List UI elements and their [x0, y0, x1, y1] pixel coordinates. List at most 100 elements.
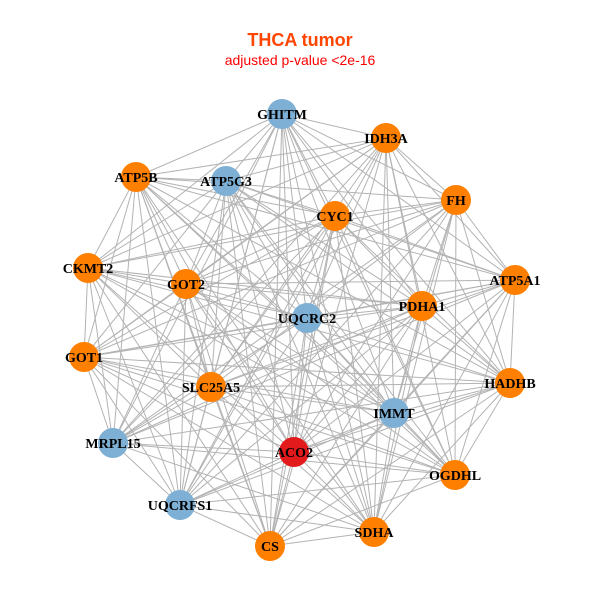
node-label: CS: [261, 540, 279, 555]
edge-CYC1-MRPL15: [112, 215, 336, 444]
edge-CKMT2-IMMT: [87, 267, 395, 414]
edge-UQCRC2-PDHA1: [306, 305, 423, 319]
node-label: SDHA: [355, 526, 395, 541]
node-label: GOT1: [65, 351, 103, 366]
edge-GOT1-SDHA: [83, 356, 375, 533]
node-label: ATP5G3: [200, 175, 252, 190]
edge-ATP5B-UQCRFS1: [135, 176, 181, 506]
edge-CKMT2-PDHA1: [87, 267, 423, 307]
edge-ATP5G3-CKMT2: [87, 180, 227, 269]
edge-MRPL15-SDHA: [112, 442, 375, 533]
node-label: IMMT: [373, 407, 415, 422]
node-mrpl15: MRPL15: [85, 428, 141, 458]
edge-FH-SLC25A5: [210, 199, 457, 388]
edge-PDHA1-GOT1: [83, 305, 423, 358]
edge-ATP5G3-UQCRC2: [225, 180, 308, 319]
edge-FH-SDHA: [373, 199, 457, 533]
edge-ATP5A1-MRPL15: [112, 279, 516, 444]
node-circle: [407, 291, 437, 321]
node-got2: GOT2: [167, 269, 205, 299]
edge-ATP5G3-GOT1: [83, 180, 227, 358]
node-circle: [165, 490, 195, 520]
edge-IDH3A-ATP5B: [135, 137, 387, 178]
node-fh: FH: [441, 185, 471, 215]
node-circle: [320, 201, 350, 231]
node-ghitm: GHITM: [257, 99, 307, 129]
edge-GOT1-UQCRFS1: [83, 356, 181, 506]
edge-CYC1-OGDHL: [334, 215, 456, 476]
node-label: SLC25A5: [182, 381, 240, 396]
edge-CKMT2-CS: [87, 267, 271, 547]
edge-FH-OGDHL: [454, 199, 457, 476]
edge-IDH3A-CKMT2: [87, 137, 387, 269]
node-atp5b: ATP5B: [114, 162, 158, 192]
edge-FH-CYC1: [334, 199, 457, 217]
edge-SLC25A5-OGDHL: [210, 386, 456, 476]
node-circle: [440, 460, 470, 490]
node-circle: [371, 123, 401, 153]
figure-title: THCA tumor: [247, 30, 353, 50]
node-label: ATP5A1: [489, 274, 540, 289]
edge-ATP5B-CKMT2: [87, 176, 137, 269]
node-circle: [196, 372, 226, 402]
edge-GHITM-PDHA1: [281, 113, 423, 307]
edge-IDH3A-MRPL15: [112, 137, 387, 444]
node-circle: [500, 265, 530, 295]
node-hadhb: HADHB: [484, 368, 536, 398]
edge-PDHA1-ACO2: [293, 305, 423, 453]
edge-GOT2-SLC25A5: [185, 283, 212, 388]
node-circle: [73, 253, 103, 283]
edge-FH-CKMT2: [87, 199, 457, 269]
node-cs: CS: [255, 531, 285, 561]
edge-FH-ATP5A1: [455, 199, 516, 281]
edge-GOT1-CS: [83, 356, 271, 547]
node-circle: [211, 166, 241, 196]
node-label: PDHA1: [399, 300, 446, 315]
node-circle: [69, 342, 99, 372]
node-circle: [121, 162, 151, 192]
edge-UQCRFS1-SDHA: [179, 504, 375, 533]
edge-ATP5G3-ATP5A1: [225, 180, 516, 281]
edge-ATP5B-GOT2: [135, 176, 187, 285]
edge-GHITM-IDH3A: [281, 113, 387, 139]
edge-GOT1-MRPL15: [83, 356, 114, 444]
edge-ACO2-UQCRFS1: [179, 451, 295, 506]
node-circle: [255, 531, 285, 561]
edge-CYC1-ATP5A1: [334, 215, 516, 281]
edge-GOT2-MRPL15: [112, 283, 187, 444]
edge-SLC25A5-MRPL15: [112, 386, 212, 444]
edge-HADHB-OGDHL: [454, 382, 511, 476]
edge-GOT2-CS: [185, 283, 271, 547]
edge-ATP5G3-GOT2: [185, 180, 227, 285]
edge-HADHB-SDHA: [373, 382, 511, 533]
edge-ATP5B-ACO2: [135, 176, 295, 453]
edge-CYC1-SLC25A5: [210, 215, 336, 388]
node-label: ACO2: [275, 446, 313, 461]
edge-GHITM-HADHB: [281, 113, 511, 384]
node-label: UQCRC2: [278, 312, 336, 327]
edge-IMMT-ACO2: [293, 412, 395, 453]
node-cyc1: CYC1: [316, 201, 354, 231]
edge-UQCRC2-SDHA: [306, 317, 375, 533]
node-uqcrfs1: UQCRFS1: [148, 490, 212, 520]
edge-SLC25A5-CS: [210, 386, 271, 547]
edge-PDHA1-UQCRFS1: [179, 305, 423, 506]
node-label: OGDHL: [429, 469, 481, 484]
edge-UQCRC2-GOT1: [83, 317, 308, 358]
edge-GOT1-ACO2: [83, 356, 295, 453]
node-aco2: ACO2: [275, 437, 313, 467]
node-idh3a: IDH3A: [364, 123, 409, 153]
edge-UQCRC2-HADHB: [306, 317, 511, 384]
node-circle: [98, 428, 128, 458]
edge-GHITM-ATP5B: [135, 113, 283, 178]
edge-IMMT-CS: [269, 412, 395, 547]
edge-GHITM-OGDHL: [281, 113, 456, 476]
node-circle: [171, 269, 201, 299]
edge-IDH3A-FH: [385, 137, 457, 201]
node-circle: [279, 437, 309, 467]
edge-IMMT-SDHA: [373, 412, 395, 533]
node-label: ATP5B: [114, 171, 157, 186]
node-label: HADHB: [484, 377, 535, 392]
edge-CYC1-CS: [269, 215, 336, 547]
edge-FH-GOT1: [83, 199, 457, 358]
